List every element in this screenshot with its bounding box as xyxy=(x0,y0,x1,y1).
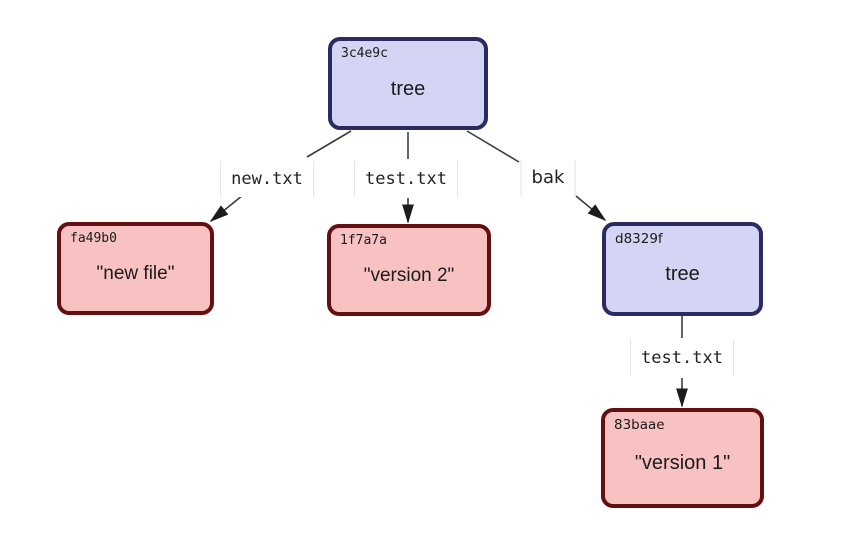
blob-new-file-hash: fa49b0 xyxy=(70,231,117,246)
blob-node-new-file: fa49b0 "new file" xyxy=(57,222,214,315)
edge-label-test-txt-2: test.txt xyxy=(630,340,734,376)
tree-node-root: 3c4e9c tree xyxy=(328,37,488,130)
arrow-bak-to-tree xyxy=(575,195,607,222)
blob-new-file-label: "new file" xyxy=(96,263,175,284)
blob-version-2-label: "version 2" xyxy=(363,264,455,286)
edge-label-bak: bak xyxy=(520,160,576,196)
blob-node-version-1: 83baae "version 1" xyxy=(601,408,764,508)
tree-bak-hash: d8329f xyxy=(615,231,663,247)
blob-version-1-label: "version 1" xyxy=(634,452,731,474)
blob-node-version-2: 1f7a7a "version 2" xyxy=(327,224,491,316)
blob-version-2-hash: 1f7a7a xyxy=(340,233,387,248)
edge-label-test-txt: test.txt xyxy=(354,161,458,197)
blob-version-1-hash: 83baae xyxy=(614,417,665,433)
connector-root-to-bak-stub xyxy=(466,130,520,163)
arrow-newtxt-to-blob xyxy=(209,194,244,223)
tree-root-hash: 3c4e9c xyxy=(341,46,388,61)
connector-root-to-newtxt-stub xyxy=(306,130,352,158)
tree-root-label: tree xyxy=(390,77,426,100)
edge-label-new-txt: new.txt xyxy=(220,161,314,197)
tree-node-bak: d8329f tree xyxy=(602,222,763,316)
tree-bak-label: tree xyxy=(665,263,700,285)
